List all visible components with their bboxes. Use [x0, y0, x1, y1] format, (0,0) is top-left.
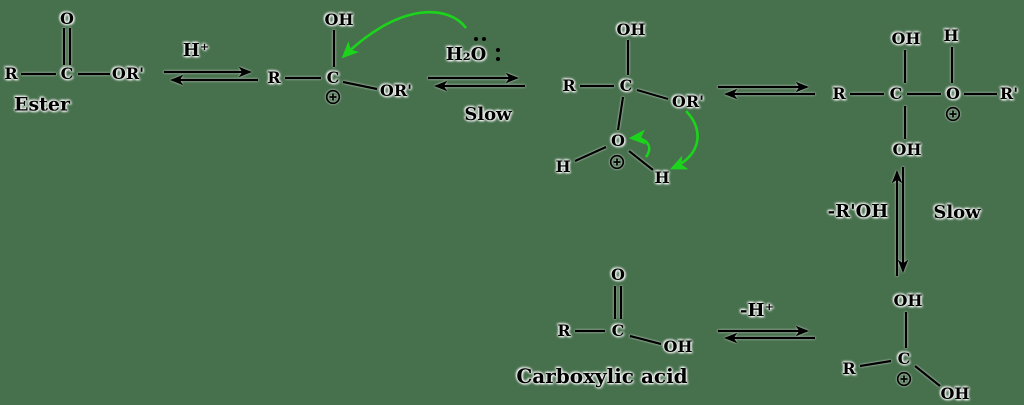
protonated-ester-R: R — [267, 68, 281, 87]
bond — [342, 80, 378, 91]
oxocarbenium-O: O — [946, 84, 960, 103]
bond — [914, 365, 941, 387]
equilibrium-arrow-2 — [428, 72, 525, 92]
equilibrium-arrow-1 — [164, 66, 258, 86]
acid-carbonyl-O: O — [611, 265, 625, 284]
intermediate-H-left: H — [555, 157, 571, 176]
equilibrium-arrow-4 — [718, 325, 815, 344]
plus-charge-icon — [609, 154, 625, 170]
acid-OH: OH — [663, 337, 693, 356]
water-label: H₂O — [445, 44, 487, 65]
bond — [574, 145, 607, 163]
lone-pair-dots-icon — [474, 37, 486, 41]
ester-R: R — [4, 64, 18, 83]
intermediate-H-right: H — [654, 168, 670, 187]
oxocarbenium-OH-top: OH — [891, 29, 921, 48]
curved-arrow-oh-bond-icon — [628, 129, 651, 158]
step3-minus-ROH: -R'OH — [827, 201, 889, 222]
protonated-ester-C: C — [326, 68, 340, 87]
bond — [629, 334, 662, 346]
bond — [628, 150, 654, 171]
caption-ester: Ester — [13, 93, 71, 116]
caption-carboxylic-acid: Carboxylic acid — [516, 364, 688, 388]
plus-charge-icon — [896, 371, 912, 387]
intermediate-OR-prime: OR' — [671, 92, 705, 111]
bond — [616, 96, 625, 131]
protonated-acid-OH-right: OH — [940, 384, 970, 403]
intermediate-R: R — [562, 76, 576, 95]
oxocarbenium-bonds — [850, 47, 997, 139]
plus-charge-icon — [945, 106, 961, 122]
intermediate-C: C — [619, 76, 633, 95]
oxocarbenium-C: C — [889, 84, 903, 103]
protonated-ester-bonds — [285, 30, 378, 91]
oxocarbenium-R: R — [832, 84, 846, 103]
protonated-acid-bonds — [859, 312, 941, 387]
bond-layer — [21, 28, 997, 387]
curved-arrow-water-attack-icon — [341, 10, 468, 59]
protonated-acid-R: R — [842, 359, 856, 378]
oxocarbenium-H: H — [943, 26, 959, 45]
ester-OR-prime: OR' — [111, 64, 145, 83]
step3-slow: Slow — [933, 202, 981, 223]
equilibrium-arrow-vertical — [891, 167, 909, 276]
acid-bonds — [575, 286, 662, 346]
protonated-ester-OR-prime: OR' — [379, 81, 413, 100]
lone-pair-dots-icon — [496, 48, 500, 61]
intermediate-bonds — [574, 40, 669, 171]
charge-layer — [325, 89, 961, 387]
acid-C: C — [611, 321, 625, 340]
ester-carbonyl-O: O — [60, 9, 74, 28]
oxocarbenium-R-prime: R' — [999, 84, 1019, 103]
lone-pair-layer — [474, 37, 500, 61]
protonated-acid-C: C — [897, 349, 911, 368]
ester-bonds — [21, 28, 110, 76]
plus-charge-icon — [325, 89, 341, 105]
protonated-ester-OH: OH — [324, 10, 354, 29]
acid-R: R — [557, 321, 571, 340]
equilibrium-arrow-3 — [718, 81, 815, 100]
curved-arrow-layer — [341, 10, 699, 170]
step1-H-plus: H⁺ — [182, 40, 210, 61]
intermediate-OH: OH — [616, 20, 646, 39]
intermediate-O: O — [611, 131, 625, 150]
ester-C: C — [60, 64, 74, 83]
protonated-acid-OH-top: OH — [893, 291, 923, 310]
oxocarbenium-OH-bottom: OH — [892, 140, 922, 159]
bond — [636, 88, 669, 101]
step2-slow: Slow — [464, 104, 512, 125]
curved-arrow-proton-transfer-icon — [669, 110, 699, 170]
step4-minus-H-plus: -H⁺ — [740, 300, 774, 321]
bond — [859, 359, 892, 368]
